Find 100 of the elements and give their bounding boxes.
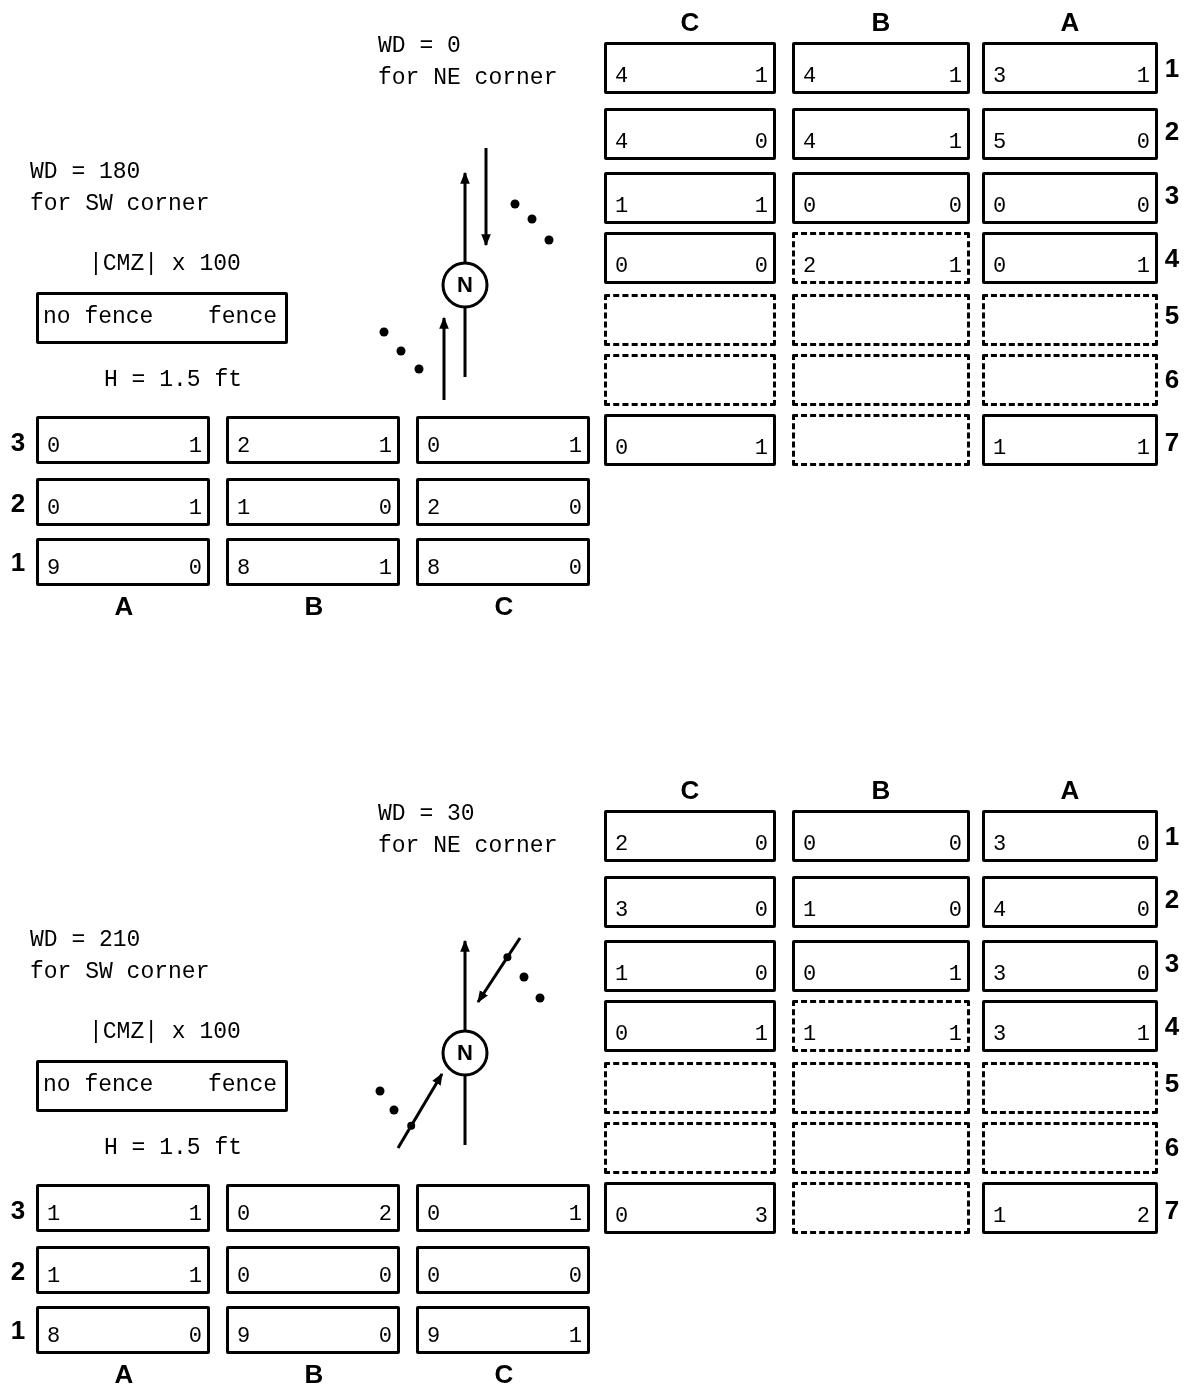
dashed-grid-cell [792, 1062, 970, 1114]
left-value: 8 [237, 556, 251, 581]
left-value: 3 [993, 1022, 1007, 1047]
right-value: 1 [754, 64, 768, 89]
right-value: 0 [378, 1324, 392, 1349]
row-number: 3 [1164, 179, 1180, 211]
right-value: 0 [948, 898, 962, 923]
left-value: 1 [803, 898, 817, 923]
column-letter: C [494, 590, 514, 622]
grid-cell [982, 1182, 1158, 1234]
left-value: 3 [993, 832, 1007, 857]
left-value: 3 [615, 898, 629, 923]
grid-cell [792, 108, 970, 160]
left-value: 4 [993, 898, 1007, 923]
row-number: 2 [1164, 115, 1180, 147]
grid-cell [604, 108, 776, 160]
right-value: 0 [1136, 832, 1150, 857]
left-value: no fence [43, 1073, 154, 1099]
north-label: N [457, 272, 473, 298]
grid-cell [226, 1306, 400, 1354]
right-value: 1 [1136, 64, 1150, 89]
wind-direction-note: for SW corner [30, 190, 210, 219]
left-value: 4 [803, 64, 817, 89]
left-value: 9 [47, 556, 61, 581]
grid-cell [416, 416, 590, 464]
right-value: 0 [378, 496, 392, 521]
left-value: 1 [615, 194, 629, 219]
row-number: 1 [1164, 52, 1180, 84]
row-number: 2 [10, 487, 26, 519]
left-value: 1 [993, 436, 1007, 461]
dashed-grid-cell [604, 1122, 776, 1174]
right-value: 0 [754, 130, 768, 155]
left-value: 0 [993, 254, 1007, 279]
left-value: 8 [47, 1324, 61, 1349]
right-value: 0 [754, 898, 768, 923]
dashed-grid-cell [982, 354, 1158, 406]
grid-cell [36, 538, 210, 586]
dashed-grid-cell [982, 1062, 1158, 1114]
wind-direction-note: WD = 0 [378, 32, 461, 61]
left-value: 9 [237, 1324, 251, 1349]
right-value: 0 [1136, 898, 1150, 923]
right-value: fence [208, 1073, 277, 1099]
left-value: 0 [615, 254, 629, 279]
wind-direction-note: for NE corner [378, 64, 558, 93]
dashed-grid-cell [982, 1122, 1158, 1174]
row-number: 2 [10, 1255, 26, 1287]
left-value: 5 [993, 130, 1007, 155]
wind-direction-note: WD = 210 [30, 926, 141, 955]
row-number: 7 [1164, 1194, 1180, 1226]
column-letter: B [304, 1358, 324, 1389]
dashed-grid-cell [604, 354, 776, 406]
left-value: 2 [803, 254, 817, 279]
left-value: 1 [615, 962, 629, 987]
grid-cell [226, 1184, 400, 1232]
grid-cell [792, 172, 970, 224]
grid-cell [36, 1184, 210, 1232]
right-value: 0 [754, 962, 768, 987]
left-value: 0 [803, 194, 817, 219]
left-value: 0 [615, 1022, 629, 1047]
grid-cell [792, 810, 970, 862]
row-number: 5 [1164, 1067, 1180, 1099]
grid-cell [604, 232, 776, 284]
grid-cell [604, 876, 776, 928]
north-label: N [457, 1040, 473, 1066]
right-value: 1 [754, 194, 768, 219]
grid-cell [982, 876, 1158, 928]
column-letter: A [114, 590, 134, 622]
right-value: 0 [1136, 194, 1150, 219]
right-value: 1 [188, 1264, 202, 1289]
dashed-grid-cell [792, 1122, 970, 1174]
left-value: 8 [427, 556, 441, 581]
grid-cell [226, 416, 400, 464]
left-value: 1 [993, 1204, 1007, 1229]
right-value: 1 [754, 1022, 768, 1047]
left-value: 0 [427, 434, 441, 459]
right-value: 1 [378, 556, 392, 581]
grid-cell [36, 1306, 210, 1354]
grid-cell [604, 810, 776, 862]
right-value: 2 [1136, 1204, 1150, 1229]
grid-cell [226, 538, 400, 586]
left-value: 1 [47, 1264, 61, 1289]
right-value: 0 [188, 1324, 202, 1349]
scale-note: |CMZ| x 100 [89, 1019, 241, 1045]
right-value: 0 [754, 254, 768, 279]
grid-cell [982, 172, 1158, 224]
row-number: 4 [1164, 242, 1180, 274]
right-value: 0 [1136, 130, 1150, 155]
row-number: 3 [10, 1194, 26, 1226]
left-value: 4 [803, 130, 817, 155]
right-value: 1 [948, 64, 962, 89]
grid-cell [604, 414, 776, 466]
left-value: no fence [43, 305, 154, 331]
right-value: 1 [1136, 1022, 1150, 1047]
grid-cell [416, 478, 590, 526]
left-value: 0 [237, 1264, 251, 1289]
column-letter: A [1060, 6, 1080, 38]
column-letter: A [1060, 774, 1080, 806]
right-value: 0 [568, 496, 582, 521]
left-value: 0 [803, 832, 817, 857]
scale-note: |CMZ| x 100 [89, 251, 241, 277]
